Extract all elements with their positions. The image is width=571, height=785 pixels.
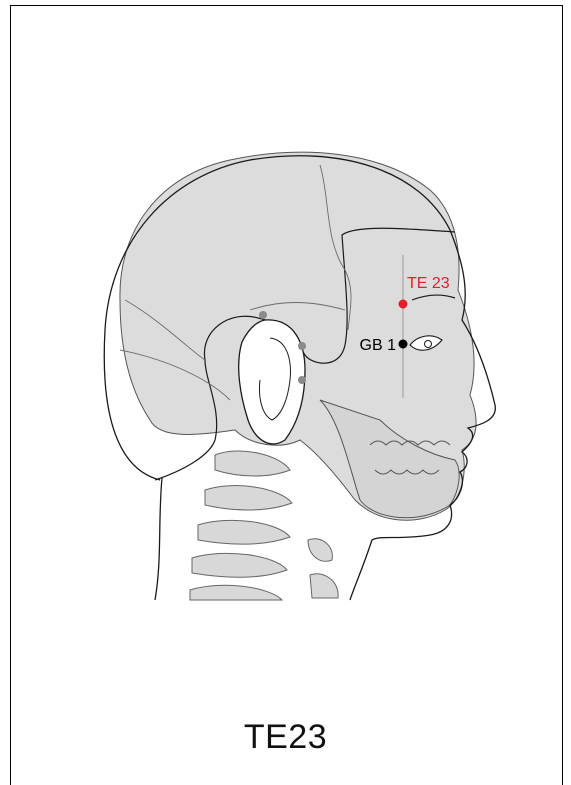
te23-label: TE 23 bbox=[407, 275, 450, 292]
cervical-spine bbox=[190, 451, 338, 600]
neck-back-outline bbox=[155, 478, 162, 600]
minor-point-2 bbox=[298, 342, 306, 350]
minor-point-1 bbox=[259, 311, 267, 319]
diagram-caption: TE23 bbox=[0, 718, 571, 757]
minor-point-3 bbox=[298, 376, 306, 384]
te23-point bbox=[399, 300, 408, 309]
gb1-point bbox=[399, 340, 408, 349]
gb1-label: GB 1 bbox=[360, 337, 397, 354]
